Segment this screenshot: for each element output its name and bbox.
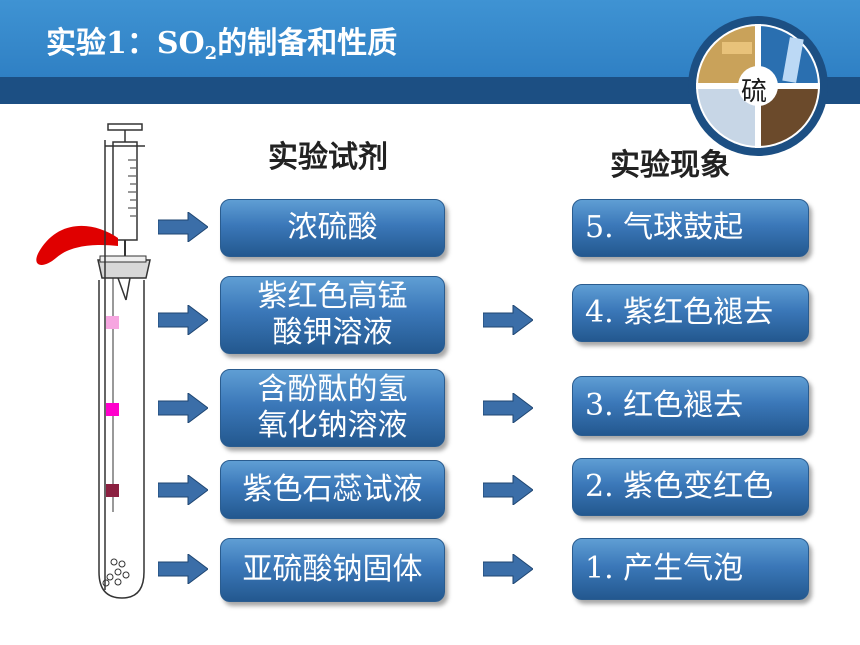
- phenomenon-label: 3. 红色褪去: [585, 388, 744, 423]
- arrow-right-icon: [483, 305, 533, 335]
- sulfur-logo-icon: [688, 16, 828, 156]
- phenomenon-label: 4. 紫红色褪去: [585, 295, 774, 330]
- arrow-right-icon: [158, 212, 208, 242]
- phenomenon-button-3[interactable]: 3. 红色褪去: [572, 376, 809, 436]
- strip-magenta: [106, 403, 119, 416]
- strip-maroon: [106, 484, 119, 497]
- reagents-heading: 实验试剂: [268, 140, 388, 175]
- balloon-icon: [36, 225, 118, 265]
- phenomenon-label: 2. 紫色变红色: [585, 469, 774, 504]
- reagent-label-line2: 氧化钠溶液: [257, 408, 408, 443]
- phenomenon-button-1[interactable]: 1. 产生气泡: [572, 538, 809, 600]
- phenomenon-label: 5. 气球鼓起: [585, 210, 744, 245]
- phenomena-heading: 实验现象: [610, 148, 730, 183]
- page-title: 实验1：SO2的制备和性质: [46, 26, 398, 64]
- arrow-right-icon: [158, 554, 208, 584]
- reagent-button-2[interactable]: 紫红色高锰酸钾溶液: [220, 276, 445, 354]
- phenomenon-label: 1. 产生气泡: [585, 551, 744, 586]
- reagent-label: 浓硫酸: [287, 210, 378, 245]
- reagent-button-3[interactable]: 含酚酞的氢氧化钠溶液: [220, 369, 445, 447]
- reagent-button-4[interactable]: 紫色石蕊试液: [220, 460, 445, 519]
- test-tube-apparatus: [36, 123, 151, 599]
- arrow-right-icon: [158, 305, 208, 335]
- arrow-right-icon: [483, 475, 533, 505]
- syringe-barrel-icon: [112, 141, 138, 241]
- phenomenon-button-4[interactable]: 4. 紫红色褪去: [572, 284, 809, 342]
- reagent-label: 亚硫酸钠固体: [242, 552, 423, 587]
- arrow-right-icon: [483, 393, 533, 423]
- reagent-label-line1: 紫红色高锰: [257, 279, 408, 314]
- logo-character: 硫: [740, 77, 767, 107]
- strip-pink: [106, 316, 119, 329]
- reagent-button-5[interactable]: 亚硫酸钠固体: [220, 538, 445, 602]
- stopper-icon: [97, 259, 151, 279]
- arrow-right-icon: [158, 393, 208, 423]
- arrow-right-icon: [483, 554, 533, 584]
- reagent-button-1[interactable]: 浓硫酸: [220, 199, 445, 257]
- phenomenon-button-5[interactable]: 5. 气球鼓起: [572, 199, 809, 257]
- reagent-label-line2: 酸钾溶液: [272, 315, 393, 350]
- test-tube-icon: [98, 280, 145, 599]
- reagent-label-line1: 含酚酞的氢: [257, 372, 408, 407]
- syringe-plunger-icon: [107, 123, 143, 131]
- arrow-right-icon: [158, 475, 208, 505]
- phenomenon-button-2[interactable]: 2. 紫色变红色: [572, 458, 809, 516]
- reagent-label: 紫色石蕊试液: [242, 471, 423, 507]
